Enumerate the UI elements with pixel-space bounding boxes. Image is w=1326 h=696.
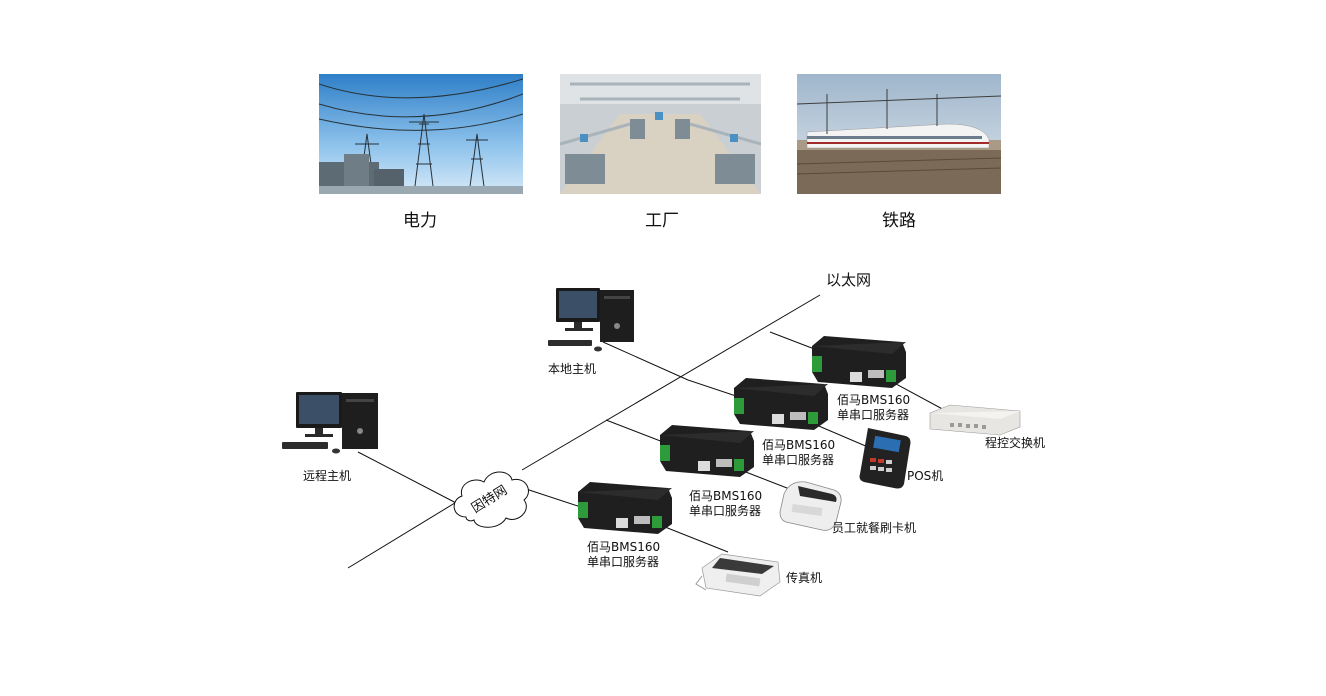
fax-machine-icon	[695, 553, 781, 597]
railway-photo	[797, 74, 1001, 194]
server-1-model: 佰马BMS160	[837, 393, 911, 407]
internet-cloud-icon	[453, 471, 529, 528]
caption-railway: 铁路	[882, 211, 916, 231]
serial-server-1-icon	[812, 336, 906, 388]
card-reader-label: 员工就餐刷卡机	[832, 521, 917, 535]
ethernet-label: 以太网	[826, 271, 871, 289]
server-2-desc: 单串口服务器	[762, 453, 835, 467]
card-reader-icon	[779, 481, 842, 531]
local-host-label: 本地主机	[548, 362, 597, 376]
server-2-model: 佰马BMS160	[762, 438, 836, 452]
serial-server-4-icon	[578, 482, 672, 534]
pbx-icon	[929, 404, 1021, 436]
server-4-model: 佰马BMS160	[587, 540, 661, 554]
server-3-model: 佰马BMS160	[689, 489, 763, 503]
remote-host-link	[357, 451, 461, 506]
server-1-desc: 单串口服务器	[837, 408, 910, 422]
fax-link	[654, 522, 729, 553]
local-host-computer-icon	[548, 288, 634, 352]
caption-factory: 工厂	[645, 211, 679, 231]
server-3-desc: 单串口服务器	[689, 504, 762, 518]
server-4-desc: 单串口服务器	[587, 555, 660, 569]
local-host-link	[602, 341, 689, 381]
serial-server-3-icon	[660, 425, 754, 477]
remote-host-computer-icon	[282, 392, 378, 454]
power-grid-photo	[319, 74, 523, 194]
server-2-label: 佰马BMS160 单串口服务器	[762, 438, 835, 468]
remote-host-label: 远程主机	[303, 469, 352, 483]
pos-terminal-icon	[859, 428, 911, 489]
server-4-label: 佰马BMS160 单串口服务器	[587, 540, 660, 570]
backbone-lower	[347, 494, 469, 569]
serial-server-2-icon	[734, 378, 828, 430]
ethernet-backbone	[521, 294, 821, 471]
server-1-label: 佰马BMS160 单串口服务器	[837, 393, 910, 423]
caption-power: 电力	[403, 211, 437, 231]
pos-label: POS机	[907, 469, 944, 483]
factory-photo	[560, 74, 764, 194]
server-3-label: 佰马BMS160 单串口服务器	[689, 489, 762, 519]
fax-label: 传真机	[786, 571, 823, 585]
pbx-label: 程控交换机	[985, 436, 1046, 450]
